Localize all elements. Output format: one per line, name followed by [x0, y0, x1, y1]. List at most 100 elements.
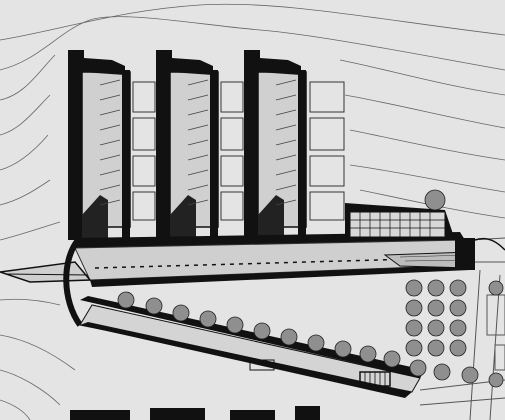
contour-line	[0, 334, 76, 371]
hatch-line	[99, 154, 121, 161]
tree	[145, 297, 163, 315]
contour-line	[0, 399, 31, 420]
hatch-line	[187, 169, 209, 176]
tree	[253, 322, 271, 340]
hatch-line	[99, 169, 121, 176]
courtyard-plot	[132, 117, 156, 151]
hatch-line	[99, 139, 121, 146]
wing-hatching	[275, 79, 297, 206]
tree	[409, 359, 427, 377]
hatch-line	[187, 139, 209, 146]
courtyard-plot	[132, 81, 156, 113]
outbuilding	[494, 344, 505, 371]
hatch-line	[275, 139, 297, 146]
wing-spine-wall	[244, 50, 258, 240]
contour-line	[349, 129, 505, 161]
tree	[449, 299, 467, 317]
trees	[117, 189, 504, 388]
wing-3	[244, 50, 345, 245]
wing-courtyard-plots	[309, 81, 345, 221]
hatch-line	[187, 124, 209, 131]
courtyard-plot	[220, 81, 244, 113]
courtyard-plot	[309, 155, 345, 187]
courtyard-plot	[132, 191, 156, 221]
prow-axis	[4, 273, 89, 276]
hatch-line	[99, 79, 121, 86]
east-block-grid	[350, 212, 445, 237]
hatch-line	[275, 184, 297, 191]
wing-stair	[258, 195, 284, 245]
tree	[449, 339, 467, 357]
contour-line	[0, 54, 56, 101]
hatch-line	[99, 184, 121, 191]
tree	[449, 319, 467, 337]
east-block-grid-area	[349, 211, 446, 238]
contour-line	[0, 179, 51, 206]
courtyard-plot	[220, 191, 244, 221]
tree	[405, 299, 423, 317]
tree	[427, 279, 445, 297]
hatch-line	[275, 94, 297, 101]
courtyard-plot	[132, 155, 156, 187]
spine-bottom-wall	[90, 265, 470, 287]
hatch-line	[99, 94, 121, 101]
east-end-block	[455, 238, 475, 270]
hatch-line	[275, 109, 297, 116]
courtyard-plot	[309, 81, 345, 113]
bottom-building	[70, 410, 130, 420]
wing-roof-head	[244, 50, 301, 75]
wing-hatching	[187, 79, 209, 206]
contour-line	[344, 94, 505, 129]
hatch-line	[187, 109, 209, 116]
courtyard-plot	[309, 117, 345, 151]
wing-hatching	[99, 79, 121, 206]
tree	[307, 334, 325, 352]
contour-line	[0, 16, 505, 71]
wing-2	[156, 50, 244, 245]
wing-courtyard-plots	[132, 81, 156, 221]
lower-angled-wall	[80, 296, 425, 378]
tree	[433, 363, 451, 381]
lower-angled-base	[80, 322, 412, 398]
tree	[359, 345, 377, 363]
east-end-curve	[474, 238, 505, 251]
contour-lines	[0, 3, 505, 420]
entrance-prow	[0, 261, 92, 283]
contour-line	[339, 59, 505, 96]
road-edge	[419, 397, 505, 406]
bottom-buildings	[70, 406, 320, 420]
hatch-line	[187, 94, 209, 101]
hatch-line	[187, 199, 209, 206]
tree	[427, 299, 445, 317]
hatch-line	[275, 79, 297, 86]
wing-back-wall	[210, 70, 218, 240]
wing-back-wall	[122, 70, 130, 240]
hatch-line	[275, 154, 297, 161]
tree	[461, 366, 479, 384]
tree	[449, 279, 467, 297]
tree	[383, 350, 401, 368]
tree	[226, 316, 244, 334]
courtyard-plot	[309, 191, 345, 221]
contour-line	[0, 134, 49, 171]
tree	[405, 279, 423, 297]
hatch-line	[187, 184, 209, 191]
wing-back-wall	[298, 70, 306, 240]
courtyard-plot	[220, 117, 244, 151]
tree	[427, 319, 445, 337]
contour-line	[0, 298, 61, 306]
lower-stair-treads	[364, 372, 386, 386]
wing-roof-head	[156, 50, 213, 75]
tree	[199, 310, 217, 328]
hatch-line	[275, 169, 297, 176]
wing-courtyard-plots	[220, 81, 244, 221]
hatch-line	[99, 109, 121, 116]
east-block	[345, 203, 505, 270]
tree	[334, 340, 352, 358]
tree	[405, 319, 423, 337]
contour-line	[0, 3, 505, 41]
tree	[117, 291, 135, 309]
tree	[488, 280, 504, 296]
wing-stair	[82, 195, 108, 245]
courtyard-plot	[220, 155, 244, 187]
